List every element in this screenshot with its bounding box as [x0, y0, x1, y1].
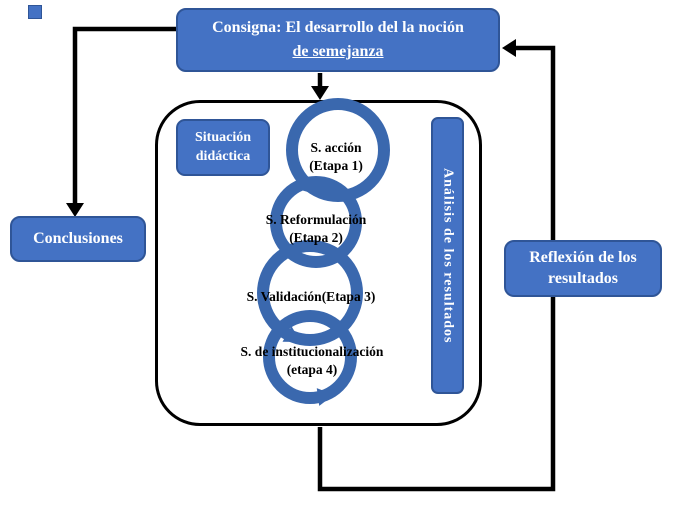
spiral-rings — [257, 98, 390, 406]
stage-3-label: S. Validación(Etapa 3) — [226, 288, 396, 306]
stage-4-title: S. de institucionalización — [240, 344, 384, 359]
arrowhead-into-consigna — [502, 39, 516, 57]
ring-arrowhead-1 — [298, 176, 317, 195]
ring-arrowhead-2 — [278, 243, 296, 262]
analisis-resultados-box: Análisis de los resultados — [431, 117, 464, 394]
ring-stage-4 — [263, 310, 357, 404]
decorative-blue-square — [28, 5, 42, 19]
reflexion-box: Reflexión de los resultados — [504, 240, 662, 297]
analisis-label: Análisis de los resultados — [440, 167, 456, 344]
situacion-didactica-box: Situación didáctica — [176, 119, 270, 176]
consigna-line2: de semejanza — [292, 43, 384, 60]
arrow-consigna-to-conclusiones — [72, 26, 176, 206]
consigna-box: Consigna: El desarrollo del la noción de… — [176, 8, 500, 72]
consigna-line1: Consigna: El desarrollo del la noción — [212, 19, 464, 36]
arrowhead-into-conclusiones — [66, 203, 84, 217]
stage-2-label: S. Reformulación (Etapa 2) — [246, 211, 386, 246]
situacion-line1: Situación — [194, 129, 251, 145]
ring-arrowhead-3 — [282, 326, 301, 342]
ring-stage-3 — [257, 240, 363, 346]
stage-4-etapa: (etapa 4) — [286, 361, 338, 377]
situacion-line2: didáctica — [195, 148, 251, 164]
stage-2-etapa: (Etapa 2) — [289, 229, 343, 245]
stage-1-etapa: (Etapa 1) — [309, 157, 363, 173]
arrowhead-into-container — [311, 86, 329, 100]
stage-2-title: S. Reformulación — [265, 212, 367, 227]
feedback-loop-line — [317, 45, 556, 492]
stage-3-title: S. Validación(Etapa 3) — [246, 289, 376, 304]
ring-arrowhead-4 — [316, 388, 334, 406]
stage-1-label: S. acción (Etapa 1) — [286, 139, 386, 174]
connector-arrows — [66, 26, 556, 492]
stage-1-title: S. acción — [310, 140, 362, 155]
conclusiones-label: Conclusiones — [33, 230, 123, 247]
ring-stage-2 — [270, 176, 362, 268]
reflexion-label: Reflexión de los resultados — [529, 248, 637, 287]
conclusiones-box: Conclusiones — [10, 216, 146, 262]
stage-4-label: S. de institucionalización (etapa 4) — [222, 343, 402, 378]
